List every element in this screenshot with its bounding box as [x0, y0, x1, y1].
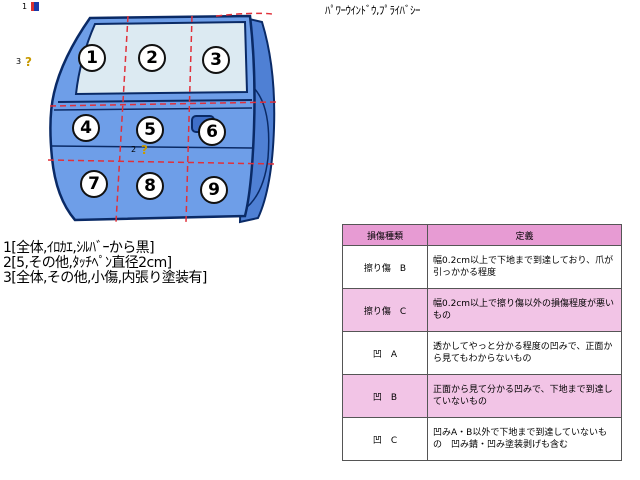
legend-header-type: 損傷種類 [342, 224, 428, 246]
flag-icon[interactable] [31, 2, 39, 11]
damage-legend-table: 損傷種類 定義 擦り傷 B 幅0.2cm以上で下地まで到達しており、爪が引っかか… [342, 224, 622, 461]
marker-number-3: 3 [16, 57, 22, 66]
door-diagram: 1 2 3 4 5 6 7 8 9 [40, 8, 290, 228]
legend-row: 擦り傷 B 幅0.2cm以上で下地まで到達しており、爪が引っかかる程度 [342, 245, 622, 289]
question-marker-icon[interactable]: ? [25, 55, 32, 69]
zone-8-marker[interactable]: 8 [136, 172, 164, 200]
zone-9-marker[interactable]: 9 [200, 176, 228, 204]
legend-definition: 正面から見て分かる凹みで、下地まで到達していないもの [427, 374, 622, 418]
legend-definition: 透かしてやっと分かる程度の凹みで、正面から見てもわからないもの [427, 331, 622, 375]
question-marker-icon[interactable]: ? [141, 143, 148, 157]
zone-5-marker[interactable]: 5 [136, 116, 164, 144]
zone-3-marker[interactable]: 3 [202, 46, 230, 74]
zone-2-marker[interactable]: 2 [138, 44, 166, 72]
page-title: ﾊﾟﾜｰｳｲﾝﾄﾞｳ,ﾌﾟﾗｲﾊﾞｼｰ [325, 4, 421, 17]
legend-definition: 凹みA・B以外で下地まで到達していないもの 凹み錆・凹み塗装剥げも含む [427, 417, 622, 461]
legend-type: 凹 B [342, 374, 428, 418]
zone-7-marker[interactable]: 7 [80, 170, 108, 198]
note-line-3: 3[全体,その他,小傷,内張り塗装有] [3, 270, 207, 286]
legend-type: 凹 A [342, 331, 428, 375]
note-line-1: 1[全体,ｲﾛｶｴ,ｼﾙﾊﾞｰから黒] [3, 240, 155, 256]
zone-6-marker[interactable]: 6 [198, 118, 226, 146]
legend-row: 擦り傷 C 幅0.2cm以上で擦り傷以外の損傷程度が悪いもの [342, 288, 622, 332]
damage-notes: 1[全体,ｲﾛｶｴ,ｼﾙﾊﾞｰから黒] 2[5,その他,ﾀｯﾁﾍﾟﾝ直径2cm]… [3, 241, 207, 286]
legend-row: 凹 A 透かしてやっと分かる程度の凹みで、正面から見てもわからないもの [342, 331, 622, 375]
legend-row: 凹 C 凹みA・B以外で下地まで到達していないもの 凹み錆・凹み塗装剥げも含む [342, 417, 622, 461]
legend-header-definition: 定義 [427, 224, 622, 246]
legend-type: 擦り傷 B [342, 245, 428, 289]
legend-definition: 幅0.2cm以上で下地まで到達しており、爪が引っかかる程度 [427, 245, 622, 289]
legend-type: 擦り傷 C [342, 288, 428, 332]
legend-definition: 幅0.2cm以上で擦り傷以外の損傷程度が悪いもの [427, 288, 622, 332]
zone-4-marker[interactable]: 4 [72, 114, 100, 142]
marker-number-2: 2 [131, 145, 137, 154]
legend-type: 凹 C [342, 417, 428, 461]
marker-number-1: 1 [22, 2, 28, 11]
zone-1-marker[interactable]: 1 [78, 44, 106, 72]
legend-row: 凹 B 正面から見て分かる凹みで、下地まで到達していないもの [342, 374, 622, 418]
note-line-2: 2[5,その他,ﾀｯﾁﾍﾟﾝ直径2cm] [3, 255, 172, 271]
